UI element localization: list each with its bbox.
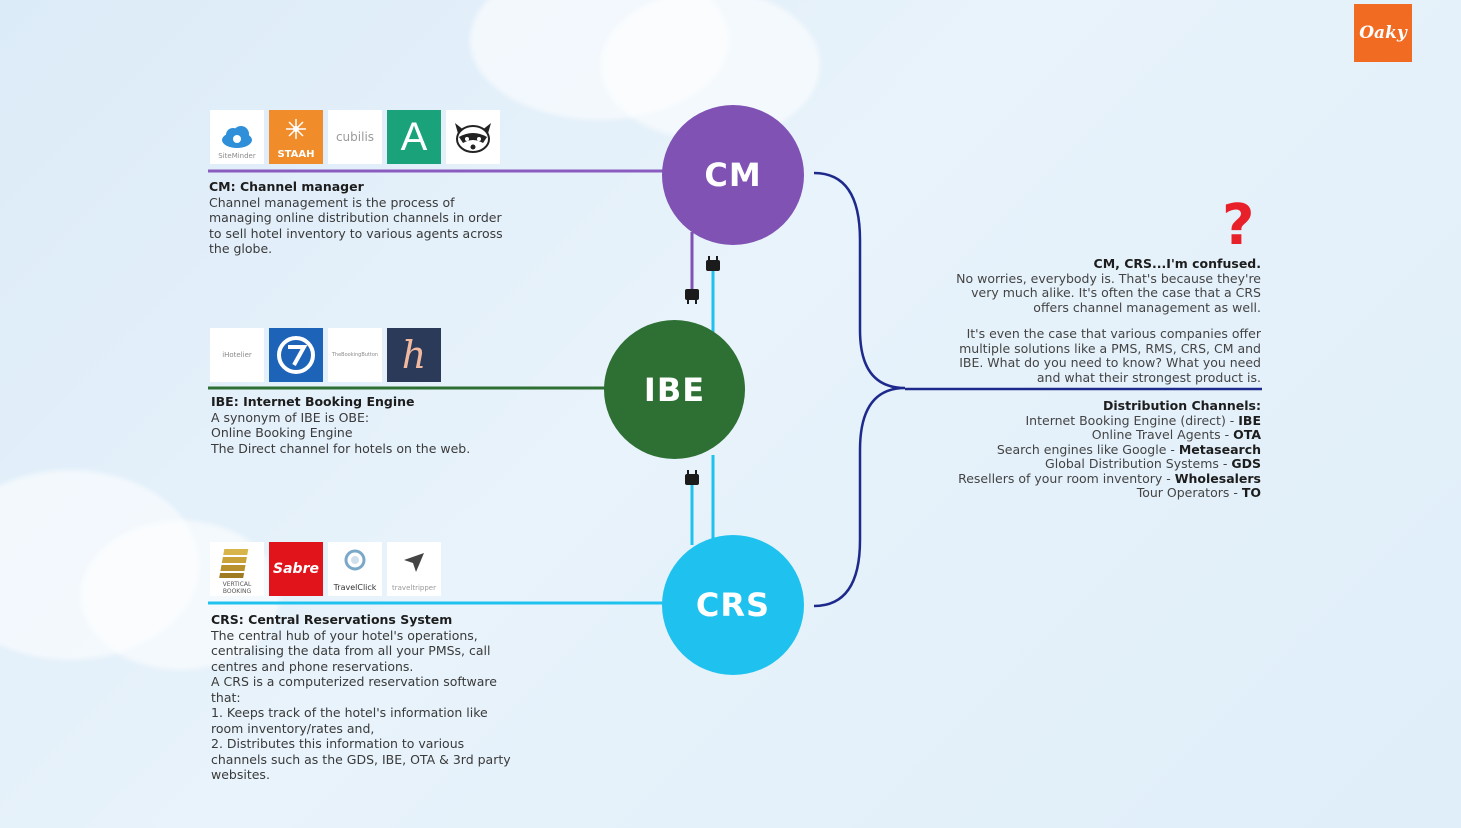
seven-logo: [269, 328, 323, 382]
distribution-item: Search engines like Google - Metasearch: [996, 441, 1261, 457]
sabre-logo: Sabre: [269, 542, 323, 596]
confused-line: It's even the case that various companie…: [966, 326, 1261, 341]
confused-line: offers channel management as well.: [1033, 299, 1261, 315]
crs-body-line: The central hub of your hotel's operatio…: [211, 627, 478, 643]
distribution-heading: Distribution Channels:: [1103, 398, 1261, 413]
cm-logo-row: SiteMinder STAAH cubilis A: [210, 110, 500, 164]
confused-block: CM, CRS...I'm confused. No worries, ever…: [901, 256, 1261, 385]
ihotelier-logo: iHotelier: [210, 328, 264, 382]
cm-body-line: the globe.: [209, 241, 273, 256]
siteminder-logo: SiteMinder: [210, 110, 264, 164]
crs-body-line: 2. Distributes this information to vario…: [211, 736, 465, 751]
confused-line: multiple solutions like a PMS, RMS, CRS,…: [959, 340, 1261, 356]
question-mark-icon: ?: [1222, 193, 1255, 258]
distribution-item: Online Travel Agents - OTA: [1091, 427, 1261, 442]
staah-icon: [286, 119, 306, 139]
confused-line: and what their strongest product is.: [1036, 369, 1261, 385]
paper-plane-icon: [404, 553, 424, 572]
cloud-icon: [222, 126, 252, 148]
crs-body-line: room inventory/rates and,: [211, 720, 375, 736]
traveltripper-logo: traveltripper: [387, 542, 441, 596]
crs-heading: CRS: Central Reservations System: [211, 612, 453, 627]
raccoon-logo: [446, 110, 500, 164]
distribution-item: Tour Operators - TO: [1136, 485, 1261, 500]
crs-body-line: 1. Keeps track of the hotel's informatio…: [211, 705, 488, 720]
distribution-block: Distribution Channels: Internet Booking …: [901, 398, 1262, 501]
crs-body-line: that:: [211, 689, 241, 705]
confused-heading: CM, CRS...I'm confused.: [1093, 256, 1261, 271]
crs-body-line: websites.: [211, 767, 270, 782]
h-logo: h: [387, 328, 441, 382]
a-logo: A: [387, 110, 441, 164]
ibe-logo-row: iHotelier TheBookingButton h: [210, 328, 441, 382]
ibe-description: IBE: Internet Booking Engine A synonym o…: [211, 394, 551, 456]
staah-logo: STAAH: [269, 110, 323, 164]
ibe-node: IBE: [604, 320, 745, 459]
plug-icon: [685, 470, 699, 485]
cm-description: CM: Channel manager Channel management i…: [209, 179, 549, 257]
bookingbutton-logo: TheBookingButton: [328, 328, 382, 382]
oaky-logo: Oaky: [1354, 4, 1412, 62]
crs-logo-row: VERTICAL BOOKING Sabre TravelClick trave…: [210, 542, 441, 596]
crs-node: CRS: [662, 535, 804, 675]
crs-body-line: channels such as the GDS, IBE, OTA & 3rd…: [211, 751, 511, 767]
ibe-body-line: The Direct channel for hotels on the web…: [211, 440, 471, 456]
cm-body-line: Channel management is the process of: [209, 194, 455, 210]
plug-icon: [706, 256, 720, 271]
stack-icon: [219, 549, 249, 578]
confused-line: IBE. What do you need to know? What you …: [959, 355, 1261, 370]
distribution-item: Internet Booking Engine (direct) - IBE: [1025, 412, 1262, 428]
crs-body-line: centres and phone reservations.: [211, 658, 414, 674]
travelclick-logo: TravelClick: [328, 542, 382, 596]
distribution-item: Global Distribution Systems - GDS: [1045, 456, 1261, 471]
cm-heading: CM: Channel manager: [209, 179, 364, 194]
cm-body-line: to sell hotel inventory to various agent…: [209, 225, 503, 241]
verticalbooking-logo: VERTICAL BOOKING: [210, 542, 264, 596]
travelclick-icon: [344, 549, 366, 571]
confused-line: No worries, everybody is. That's because…: [956, 270, 1261, 286]
crs-description: CRS: Central Reservations System The cen…: [211, 612, 556, 783]
cubilis-logo: cubilis: [328, 110, 382, 164]
ibe-heading: IBE: Internet Booking Engine: [211, 394, 415, 409]
crs-body-line: A CRS is a computerized reservation soft…: [211, 674, 497, 689]
ibe-body-line: Online Booking Engine: [211, 425, 353, 440]
plug-icon: [685, 289, 699, 304]
confused-line: very much alike. It's often the case tha…: [971, 285, 1261, 300]
cm-node: CM: [662, 105, 804, 245]
crs-body-line: centralising the data from all your PMSs…: [211, 643, 491, 658]
raccoon-icon: [455, 123, 491, 153]
distribution-item: Resellers of your room inventory - Whole…: [958, 470, 1261, 486]
cm-body-line: managing online distribution channels in…: [209, 210, 502, 225]
ibe-body-line: A synonym of IBE is OBE:: [211, 409, 370, 425]
seven-icon: [277, 336, 315, 374]
bracket-line: [813, 171, 906, 608]
